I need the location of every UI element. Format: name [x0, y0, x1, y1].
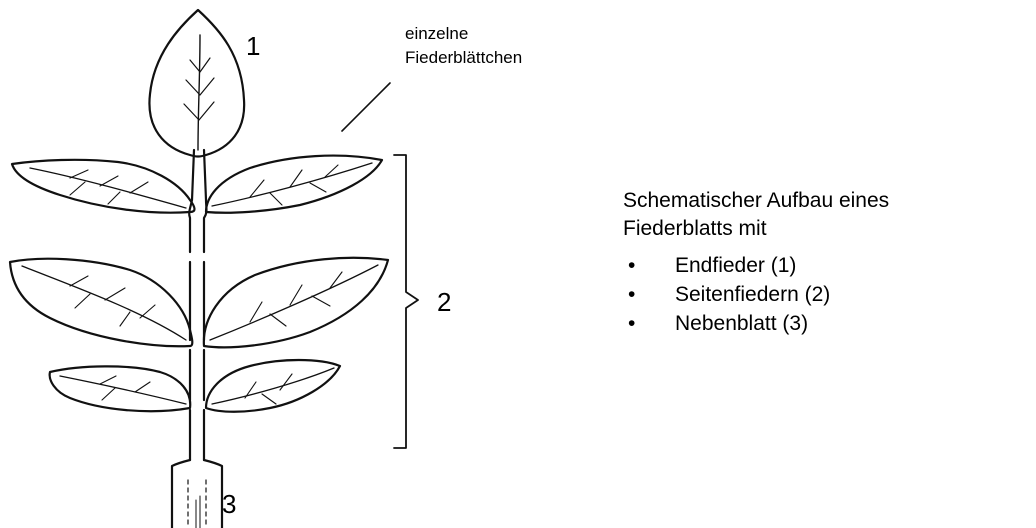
bullet: • — [628, 283, 636, 306]
stipule-label: 3 — [222, 489, 237, 519]
description-line-1: Schematischer Aufbau eines — [623, 189, 890, 212]
description-block: Schematischer Aufbau eines Fiederblatts … — [623, 187, 1033, 338]
annotation-line-1: einzelne — [405, 24, 469, 43]
leaflet-annotation: einzelne Fiederblättchen — [405, 22, 522, 70]
list-item-text: Endfieder (1) — [675, 254, 797, 277]
lateral-leaflet-left-3 — [48, 365, 192, 413]
description-list: • Endfieder (1) • Seitenfiedern (2) • Ne… — [623, 251, 1033, 338]
list-item: • Nebenblatt (3) — [623, 309, 1033, 338]
lateral-leaflet-left-2 — [8, 257, 194, 348]
lateral-leaflet-left-1 — [10, 158, 196, 214]
terminal-label: 1 — [246, 31, 261, 61]
lateral-label: 2 — [437, 287, 452, 317]
lateral-leaflet-right-1 — [204, 154, 384, 214]
bullet: • — [628, 312, 636, 335]
bullet: • — [628, 254, 636, 277]
lateral-leaflet-right-3 — [204, 358, 342, 413]
stipule — [170, 458, 224, 528]
lateral-leaflet-right-2 — [202, 256, 390, 349]
annotation-leader-line — [341, 82, 391, 132]
list-item: • Endfieder (1) — [623, 251, 1033, 280]
terminal-leaflet — [148, 8, 246, 158]
rachis — [188, 148, 208, 462]
description-line-2: Fiederblatts mit — [623, 217, 767, 240]
annotation-line-2: Fiederblättchen — [405, 48, 523, 67]
list-item-text: Nebenblatt (3) — [675, 312, 809, 335]
list-item: • Seitenfiedern (2) — [623, 280, 1033, 309]
lateral-bracket — [393, 154, 419, 449]
list-item-text: Seitenfiedern (2) — [675, 283, 831, 306]
